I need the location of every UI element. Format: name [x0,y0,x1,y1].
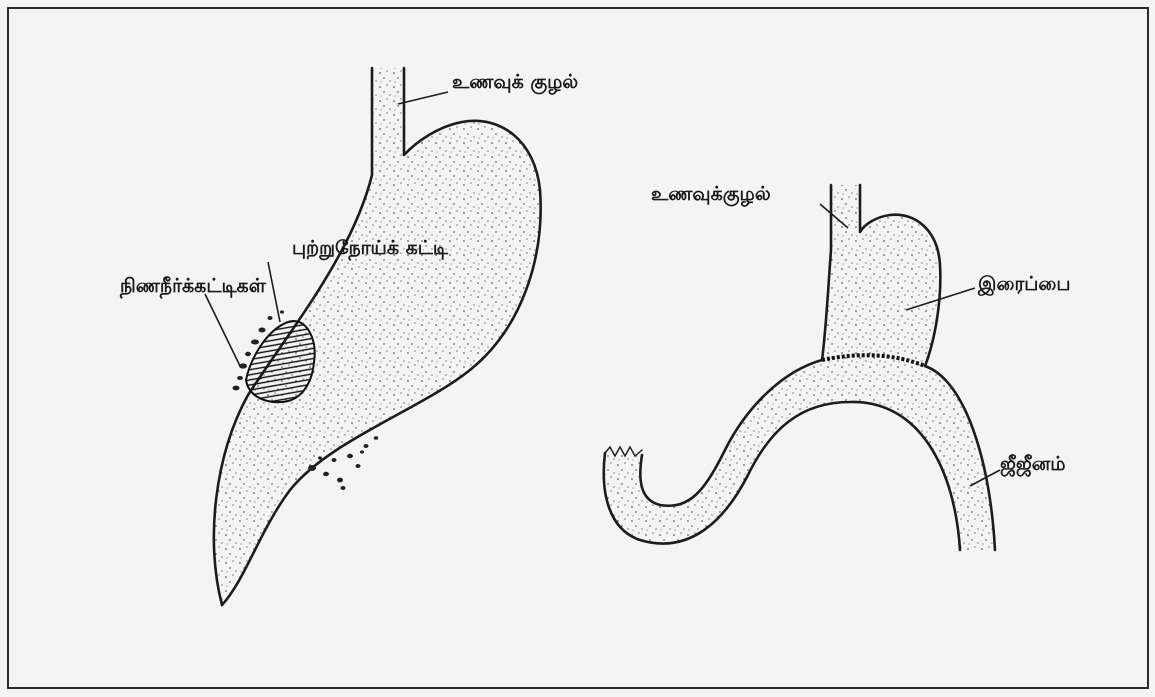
label-right-stomach: இரைப்பை [977,273,1071,296]
right-stomach-diagram: உணவுக்குழல் இரைப்பை ஜீஜீனம் [604,183,1071,550]
leader-left-oesophagus [398,92,448,104]
label-jejunum: ஜீஜீனம் [1000,453,1065,477]
label-tumour: புற்றுநோய்க் கட்டி [292,237,449,261]
tumour-mass [246,321,315,402]
jejunum-loop [604,355,995,550]
right-stomach-remnant [822,185,940,366]
figure-frame [8,8,1148,688]
leader-tumour [268,262,280,322]
leader-lymph-nodes [205,294,240,366]
left-stomach-body [214,68,541,605]
label-left-oesophagus: உணவுக் குழல் [452,71,578,95]
label-right-oesophagus: உணவுக்குழல் [651,183,771,207]
label-lymph-nodes: நிணநீர்க்கட்டிகள் [119,275,267,299]
left-stomach-diagram: உணவுக் குழல் புற்றுநோய்க் கட்டி நிணநீர்க… [119,68,578,605]
